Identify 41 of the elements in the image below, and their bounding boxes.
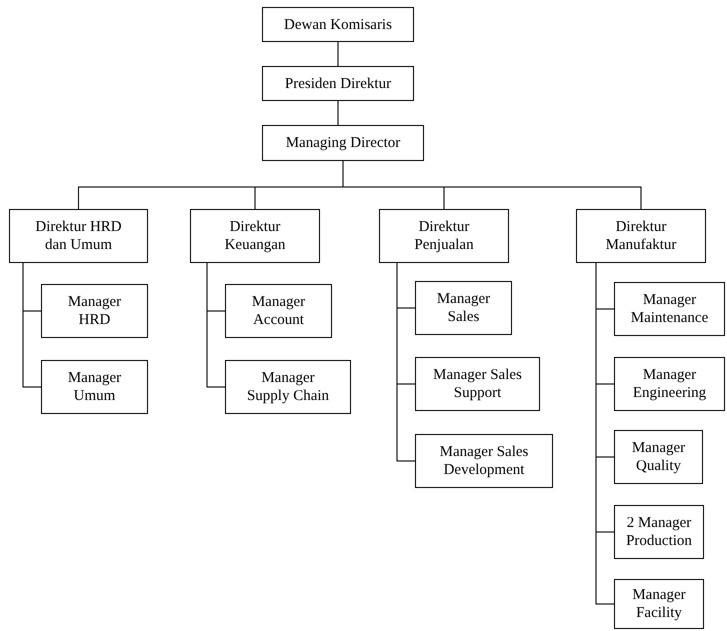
org-box bbox=[614, 282, 725, 336]
org-box bbox=[415, 434, 553, 488]
position-title: Manager Sales Development bbox=[438, 443, 530, 479]
org-box bbox=[379, 209, 509, 263]
org-box bbox=[9, 209, 148, 263]
org-box bbox=[41, 284, 148, 338]
org-box bbox=[415, 357, 540, 411]
position-title: Manager Engineering bbox=[632, 366, 708, 402]
org-box bbox=[262, 125, 424, 161]
org-box bbox=[262, 7, 414, 42]
org-box bbox=[190, 209, 320, 263]
position-title: Manager Quality bbox=[630, 439, 686, 475]
position-title: Manager Maintenance bbox=[630, 291, 710, 327]
position-title: Direktur Manufaktur bbox=[604, 218, 678, 254]
position-title: Manager HRD bbox=[66, 293, 122, 329]
org-box bbox=[614, 505, 704, 559]
org-box bbox=[576, 209, 706, 263]
position-title: Direktur HRD dan Umum bbox=[34, 218, 123, 254]
position-title: Manager Facility bbox=[631, 586, 687, 622]
position-title: Manager Sales Support bbox=[432, 366, 522, 402]
position-title: 2 Manager Production bbox=[625, 514, 693, 550]
org-box bbox=[415, 281, 512, 335]
position-title: Direktur Penjualan bbox=[413, 218, 475, 254]
connector-line bbox=[396, 262, 416, 462]
connector-line bbox=[206, 262, 226, 388]
org-box bbox=[262, 66, 414, 101]
position-title: Manager Supply Chain bbox=[246, 369, 330, 405]
connector-line bbox=[22, 262, 42, 388]
position-title: Presiden Direktur bbox=[284, 74, 392, 92]
org-box bbox=[225, 284, 332, 338]
position-title: Manager Umum bbox=[66, 369, 122, 405]
org-box bbox=[225, 360, 351, 414]
position-title: Manager Account bbox=[250, 293, 306, 329]
org-box bbox=[41, 360, 148, 414]
position-title: Dewan Komisaris bbox=[284, 16, 392, 34]
org-box bbox=[614, 430, 703, 484]
position-title: Manager Sales bbox=[436, 290, 492, 326]
position-title: Managing Director bbox=[286, 134, 400, 152]
org-box bbox=[614, 357, 725, 411]
position-title: Direktur Keuangan bbox=[224, 218, 286, 254]
org-box bbox=[614, 579, 704, 629]
